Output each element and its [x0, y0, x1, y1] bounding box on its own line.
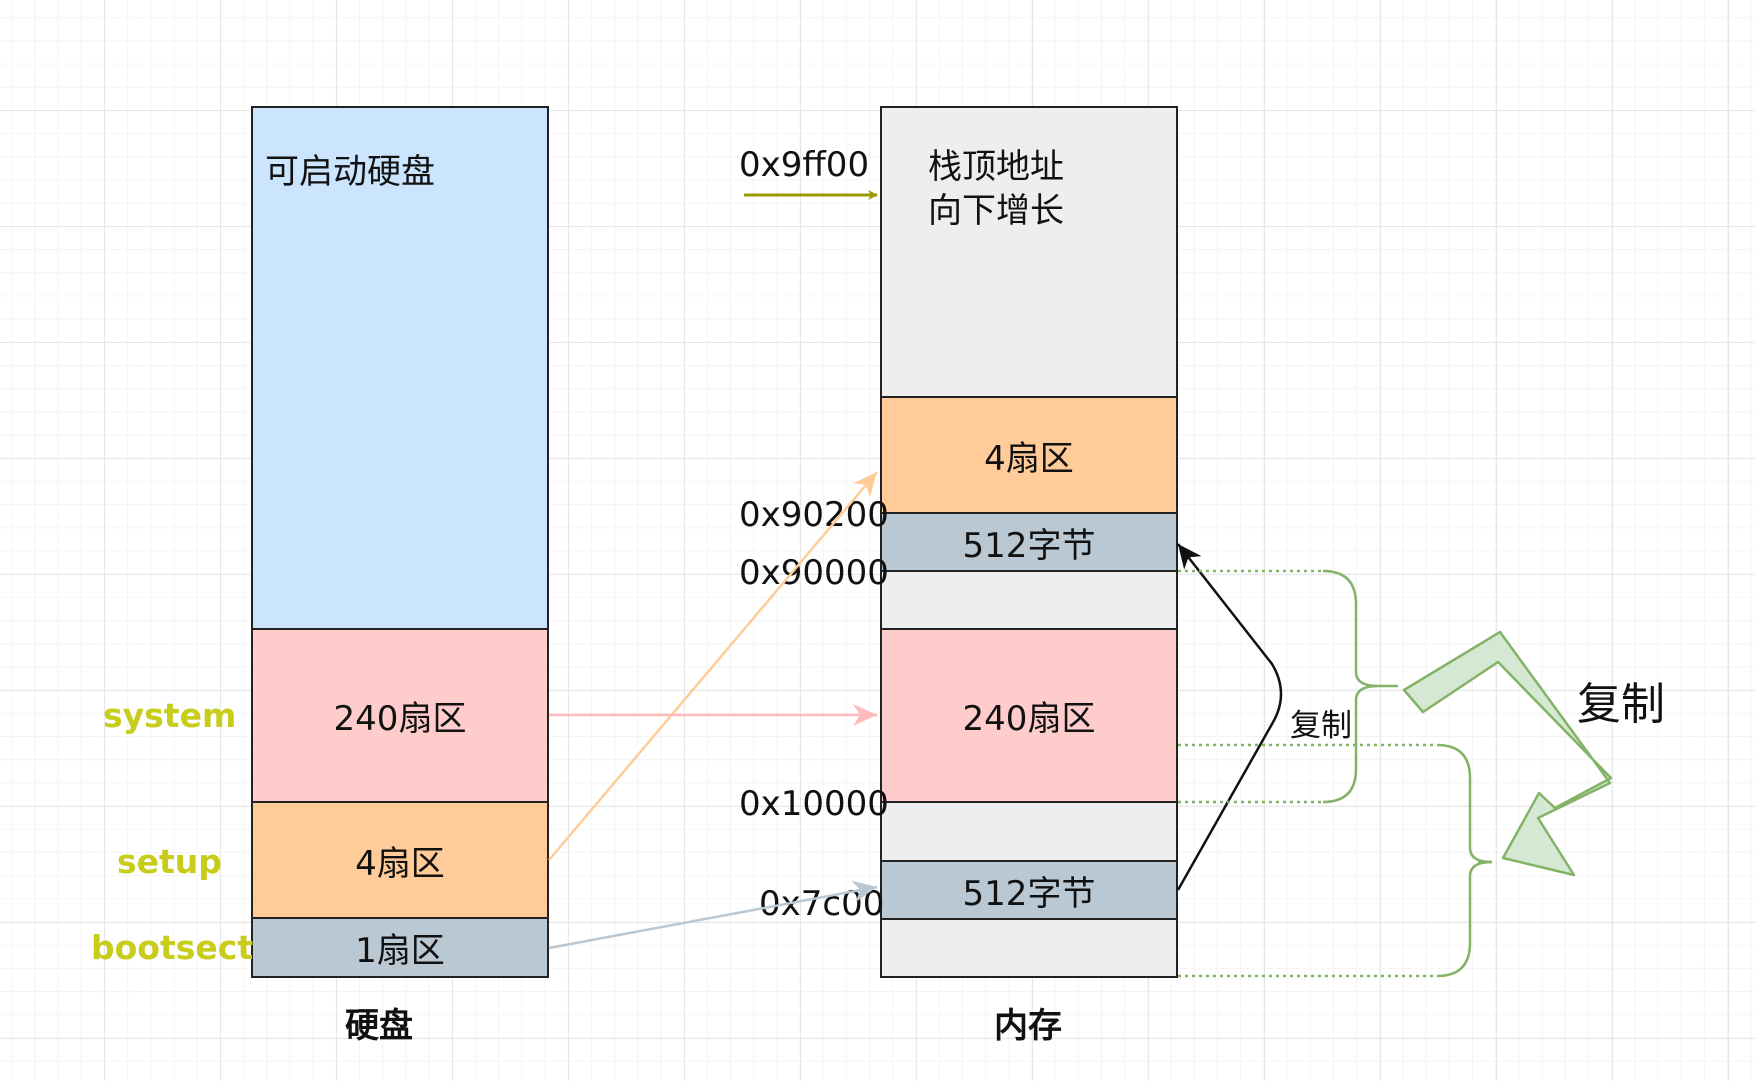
lower-brace [1436, 743, 1493, 978]
disk-bootsect-segment: 1扇区 [251, 917, 549, 978]
memory-system-segment: 240扇区 [880, 628, 1178, 803]
disk-caption: 硬盘 [345, 1006, 413, 1046]
address-10000: 0x10000 [739, 784, 889, 824]
address-90200: 0x90200 [739, 495, 889, 535]
system-side-label: system [103, 696, 237, 735]
bootsect-load-arrow [548, 880, 878, 950]
memory-boot-orig-segment: 512字节 [880, 860, 1178, 920]
bootsect-copy-arrow [1176, 543, 1283, 891]
stack-top-text-line2: 向下增长 [928, 191, 1064, 231]
big-copy-arrow [1402, 630, 1613, 877]
setup-side-label: setup [117, 842, 222, 881]
disk-top-label: 可启动硬盘 [265, 152, 435, 192]
green-guide-lines [1178, 569, 1437, 978]
bootsect-side-label: bootsect [91, 928, 254, 967]
disk-setup-segment: 4扇区 [251, 801, 549, 919]
stack-top-text-line1: 栈顶地址 [928, 147, 1064, 187]
setup-load-arrow [548, 471, 878, 861]
copy-label-big: 复制 [1577, 679, 1665, 730]
upper-brace [1322, 569, 1379, 804]
address-stack-top: 0x9ff00 [739, 145, 870, 185]
copy-label-small: 复制 [1290, 708, 1352, 744]
address-90000: 0x90000 [739, 553, 889, 593]
memory-setup-segment: 4扇区 [880, 396, 1178, 514]
memory-caption: 内存 [994, 1006, 1062, 1046]
memory-boot-copy-segment: 512字节 [880, 512, 1178, 572]
